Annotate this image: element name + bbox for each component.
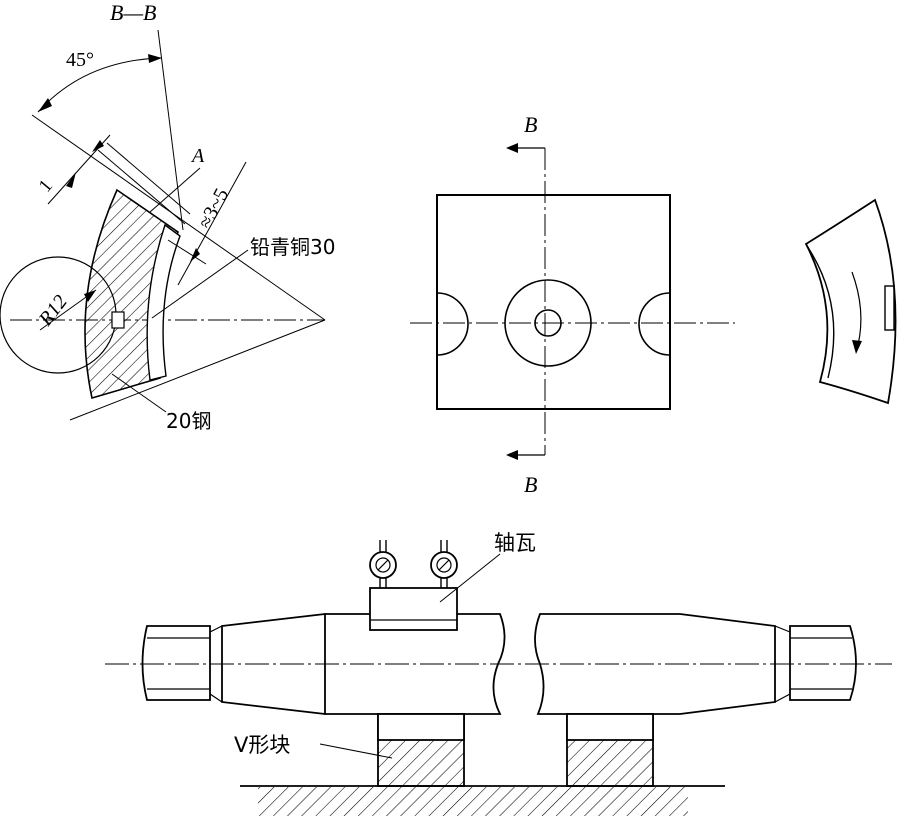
leader-bearing (439, 553, 501, 603)
left-taper-edge (209, 625, 223, 633)
oil-hole-inner (534, 309, 562, 337)
section-title: B—B (110, 0, 156, 25)
bearing-label: 轴瓦 (494, 531, 536, 555)
sector-line-lower (69, 319, 326, 421)
left-semicircle (436, 292, 469, 356)
right-taper (679, 613, 776, 715)
right-semicircle (638, 292, 671, 356)
leader-steel (111, 373, 167, 413)
v-block-left-top (377, 713, 465, 741)
base-hatch (258, 787, 688, 816)
dim-1-arrow-2 (92, 140, 104, 152)
radius-label: R12 (34, 291, 72, 331)
label-a: A (190, 145, 205, 167)
rotation-arrow-head (852, 340, 862, 354)
right-taper-edge2 (774, 693, 791, 703)
v-block-right-top (566, 713, 654, 741)
range-dim-label: ≈3~5 (194, 185, 233, 232)
angle-arc (37, 57, 163, 113)
right-nut (789, 625, 857, 701)
side-view (804, 198, 897, 405)
cut-label-bottom: B (524, 472, 537, 497)
side-shell-outline (804, 198, 897, 405)
side-lining-line (811, 253, 835, 379)
angle-label: 45° (66, 49, 94, 71)
dim-1-line-b (106, 142, 191, 215)
assembly-view (105, 540, 892, 816)
leader-vblock (319, 743, 393, 759)
oil-hole-outer (504, 279, 592, 367)
dim-35-arrow (190, 248, 200, 262)
gap-dim-label: 1 (35, 176, 57, 197)
bronze-label: 铅青铜30 (250, 235, 335, 259)
section-view (0, 29, 326, 421)
side-tab (884, 285, 895, 331)
angle-arrow-right (148, 54, 162, 63)
side-lining-top (805, 243, 813, 255)
leader-bronze (151, 249, 249, 319)
left-nut (141, 625, 211, 701)
cut-label-top: B (524, 112, 537, 137)
leader-a (149, 167, 201, 213)
dim-1-arrow-1 (66, 172, 76, 188)
dim-35-line (177, 161, 247, 286)
rotation-arrow (851, 271, 862, 346)
steel-label: 20钢 (166, 409, 211, 433)
dial-indicator-right (430, 540, 458, 588)
left-shaft (325, 613, 506, 715)
bearing-shell (369, 587, 458, 631)
cut-arrow-top-head (506, 143, 518, 153)
dim-35-ext (167, 239, 207, 265)
v-block-label: V形块 (234, 733, 290, 757)
bronze-lining (146, 223, 181, 381)
section-line (157, 29, 184, 231)
shell-outline (436, 194, 671, 410)
right-shaft (534, 613, 680, 715)
left-taper-edge2 (209, 693, 223, 703)
dial-indicator-left (369, 540, 397, 588)
locating-notch (111, 311, 125, 329)
cut-arrow-bottom-head (506, 450, 518, 460)
sector-line-upper (31, 114, 326, 321)
right-taper-edge (774, 625, 791, 633)
angle-arrow-left (38, 98, 52, 112)
r12-arrow (84, 290, 96, 302)
front-view (410, 143, 735, 460)
dim-1-line-a (97, 149, 186, 225)
